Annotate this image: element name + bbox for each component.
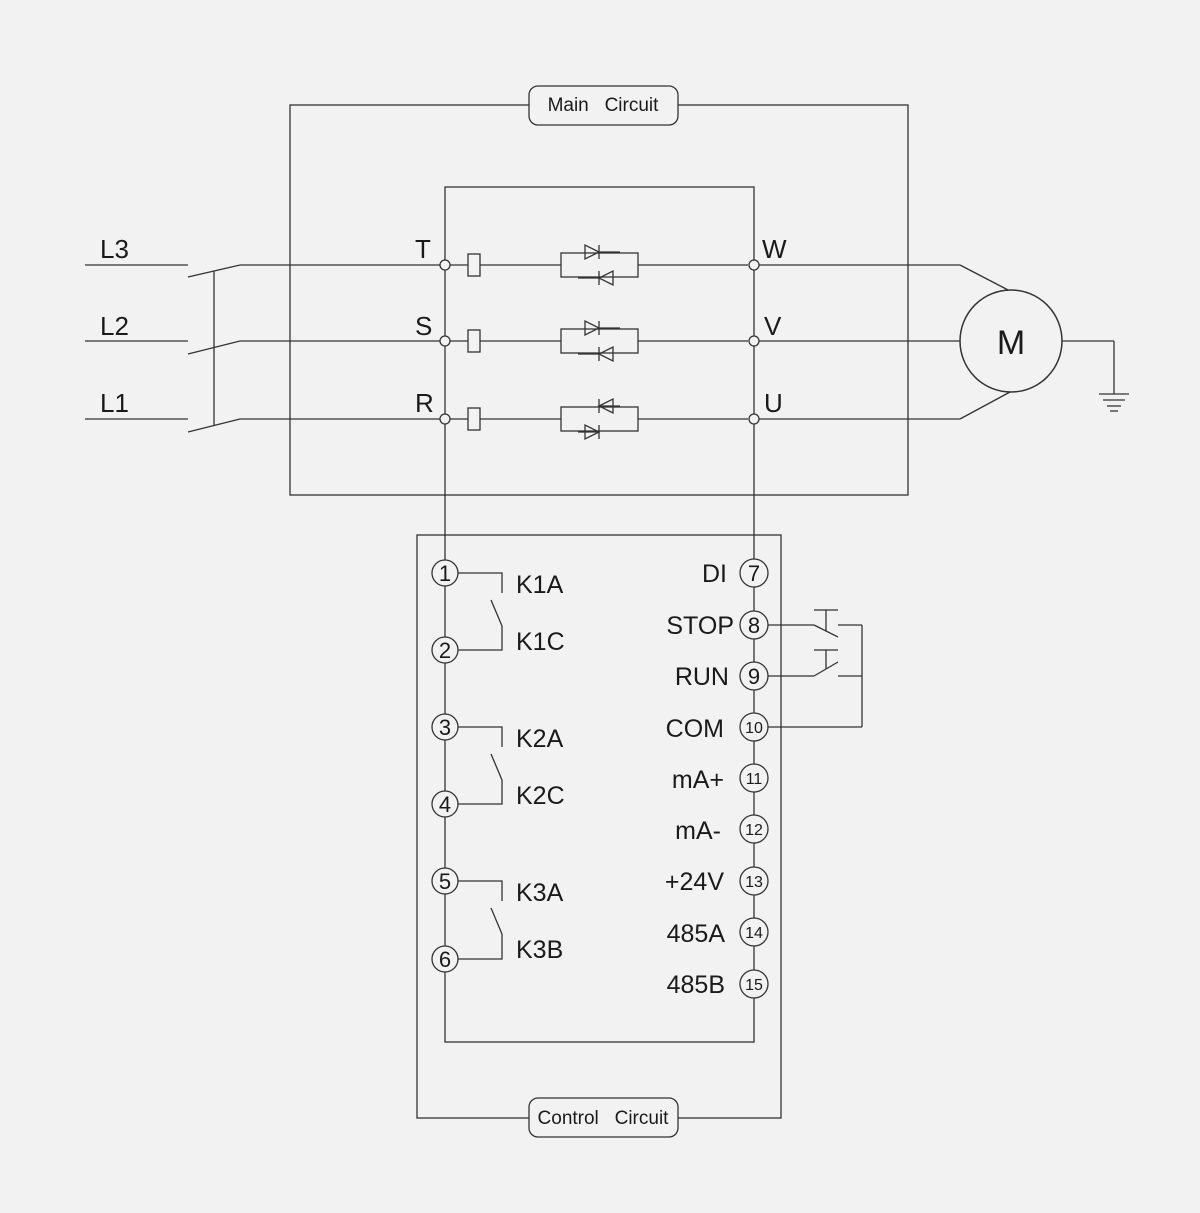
control-terminal-number: 8 — [748, 613, 760, 638]
control-terminal-number: 10 — [745, 720, 763, 737]
relay-terminal-label: K2A — [516, 725, 564, 753]
control-terminal-11: 11 mA+ — [672, 763, 769, 794]
relay-terminal-number: 4 — [439, 792, 451, 817]
relay-terminal-2: 2 K1C — [431, 628, 565, 664]
control-terminal-13: 13 +24V — [665, 866, 769, 896]
control-terminal-number: 13 — [745, 874, 763, 891]
terminal-dots — [439, 259, 760, 425]
supply-lines: L3 L2 L1 — [85, 234, 188, 420]
line-label-l3: L3 — [100, 234, 129, 264]
control-terminal-10: 10 COM — [666, 712, 769, 743]
relay-terminal-number: 1 — [439, 561, 451, 586]
thyristor-phase-r — [450, 397, 748, 441]
control-circuit-title: Control Circuit — [538, 1108, 670, 1129]
control-terminal-label: mA- — [675, 817, 721, 845]
relay-k3-contact — [458, 880, 503, 960]
control-terminal-label: STOP — [666, 612, 734, 640]
line-label-l2: L2 — [100, 311, 129, 341]
motor-label: M — [997, 324, 1025, 362]
terminal-label-w: W — [762, 234, 787, 264]
relay-terminal-5: 5 K3A — [431, 867, 564, 907]
control-terminal-label: +24V — [665, 868, 724, 896]
control-terminal-14: 14 485A — [667, 917, 769, 948]
control-terminal-9: 9 RUN — [675, 661, 769, 691]
relay-terminal-6: 6 K3B — [431, 936, 563, 973]
control-terminal-number: 12 — [745, 822, 763, 839]
terminal-label-u: U — [764, 388, 783, 418]
control-terminal-number: 14 — [745, 925, 763, 942]
control-terminal-12: 12 mA- — [675, 814, 769, 845]
motor-wiring — [759, 264, 1011, 420]
relay-terminal-label: K3B — [516, 936, 563, 964]
control-terminal-label: DI — [702, 560, 727, 588]
control-terminal-label: RUN — [675, 663, 729, 691]
line-label-l1: L1 — [100, 388, 129, 418]
relay-terminal-3: 3 K2A — [431, 713, 564, 753]
relay-k2-contact — [458, 726, 503, 805]
control-circuit-title-frame — [528, 1097, 679, 1138]
relay-terminal-number: 2 — [439, 638, 451, 663]
relay-terminal-4: 4 K2C — [431, 782, 565, 818]
control-terminal-label: mA+ — [672, 766, 724, 794]
control-terminal-8: 8 STOP — [666, 610, 769, 640]
main-circuit-title-frame — [528, 85, 679, 126]
stop-pushbutton — [767, 609, 862, 638]
relay-terminal-1: 1 K1A — [431, 559, 564, 599]
thyristor-phase-s — [450, 319, 748, 363]
control-terminal-number: 15 — [745, 977, 763, 994]
thyristor-phase-t — [450, 243, 748, 287]
relay-terminal-label: K3A — [516, 879, 564, 907]
relay-k1-contact — [458, 572, 503, 651]
control-terminal-number: 9 — [748, 664, 760, 689]
relay-terminal-label: K2C — [516, 782, 565, 810]
main-switch — [187, 264, 241, 433]
relay-terminal-number: 6 — [439, 947, 451, 972]
ground-icon — [1062, 340, 1129, 412]
control-terminal-label: 485A — [667, 920, 726, 948]
terminal-label-v: V — [764, 311, 782, 341]
relay-terminal-number: 3 — [439, 715, 451, 740]
terminal-label-s: S — [415, 311, 432, 341]
terminal-label-t: T — [415, 234, 431, 264]
control-terminal-number: 7 — [748, 561, 760, 586]
run-pushbutton — [767, 649, 862, 677]
control-terminal-15: 15 485B — [667, 969, 769, 999]
terminal-label-r: R — [415, 388, 434, 418]
control-terminal-7: 7 DI — [702, 558, 769, 588]
control-terminal-label: 485B — [667, 971, 725, 999]
relay-terminal-label: K1A — [516, 571, 564, 599]
control-terminal-label: COM — [666, 715, 724, 743]
relay-terminal-number: 5 — [439, 869, 451, 894]
relay-terminal-label: K1C — [516, 628, 565, 656]
main-circuit-title: Main Circuit — [548, 95, 660, 116]
control-terminal-number: 11 — [746, 771, 763, 788]
